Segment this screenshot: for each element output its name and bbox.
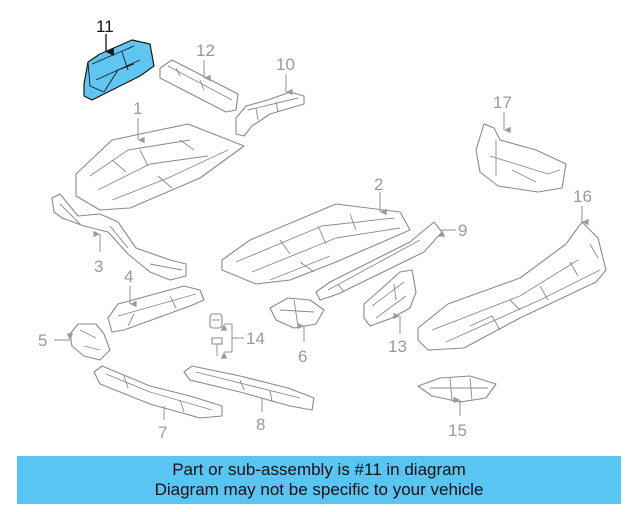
part-14[interactable]: 14 [209, 313, 265, 359]
callout-2: 2 [374, 175, 383, 194]
part-12[interactable]: 12 [159, 41, 239, 113]
callout-6: 6 [298, 347, 307, 366]
part-9[interactable]: 9 [315, 221, 467, 301]
part-7[interactable]: 7 [93, 365, 223, 442]
part-3[interactable]: 3 [51, 193, 187, 281]
callout-13: 13 [388, 337, 407, 356]
part-16[interactable]: 16 [417, 187, 607, 351]
callout-14: 14 [246, 329, 265, 348]
part-1[interactable]: 1 [75, 99, 245, 211]
part-17[interactable]: 17 [475, 93, 567, 193]
callout-15: 15 [448, 421, 467, 440]
banner-line-2: Diagram may not be specific to your vehi… [154, 480, 484, 499]
part-15[interactable]: 15 [417, 375, 497, 440]
callout-3: 3 [94, 257, 103, 276]
banner-line-1: Part or sub-assembly is #11 in diagram [172, 460, 466, 479]
part-4[interactable]: 4 [107, 267, 205, 333]
parts-diagram: 11 12 10 1 17 3 [38, 17, 607, 442]
part-13[interactable]: 13 [363, 269, 417, 356]
callout-8: 8 [256, 415, 265, 434]
callout-5: 5 [38, 331, 47, 350]
part-10[interactable]: 10 [235, 55, 305, 137]
part-8[interactable]: 8 [183, 365, 315, 434]
callout-16: 16 [573, 187, 592, 206]
info-banner: Part or sub-assembly is #11 in diagram D… [17, 456, 621, 504]
part-2[interactable]: 2 [221, 175, 411, 285]
callout-1: 1 [133, 99, 142, 118]
callout-10: 10 [276, 55, 295, 74]
callout-4: 4 [124, 267, 133, 286]
part-11[interactable]: 11 [83, 17, 155, 101]
part-6[interactable]: 6 [269, 297, 325, 366]
callout-11: 11 [96, 17, 114, 36]
callout-7: 7 [158, 423, 167, 442]
callout-17: 17 [493, 93, 512, 112]
part-5[interactable]: 5 [38, 323, 111, 361]
callout-9: 9 [458, 221, 467, 240]
callout-12: 12 [196, 41, 215, 60]
